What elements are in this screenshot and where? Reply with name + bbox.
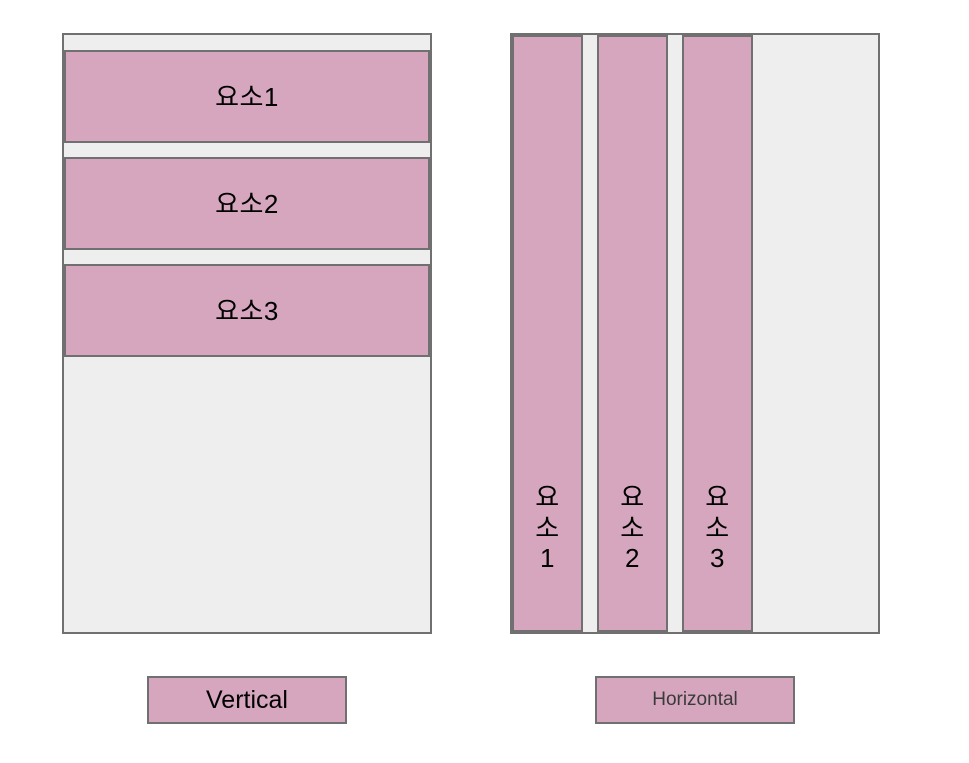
vertical-item-2: 요소2 xyxy=(64,157,430,250)
vertical-flex-container: 요소1 요소2 요소3 xyxy=(62,33,432,634)
horizontal-item-1-char-3: 1 xyxy=(540,543,555,574)
horizontal-item-3-char-2: 소 xyxy=(705,512,730,543)
horizontal-item-3: 요 소 3 xyxy=(682,35,753,632)
horizontal-item-1: 요 소 1 xyxy=(512,35,583,632)
horizontal-item-1-char-1: 요 xyxy=(535,481,560,512)
vertical-item-1: 요소1 xyxy=(64,50,430,143)
horizontal-item-2-char-1: 요 xyxy=(620,481,645,512)
horizontal-item-1-char-2: 소 xyxy=(535,512,560,543)
horizontal-caption-label: Horizontal xyxy=(652,689,738,710)
horizontal-item-2-char-3: 2 xyxy=(625,543,640,574)
horizontal-caption-chip: Horizontal xyxy=(595,676,795,724)
horizontal-item-3-char-1: 요 xyxy=(705,481,730,512)
horizontal-item-3-label: 요 소 3 xyxy=(705,482,729,574)
vertical-item-3: 요소3 xyxy=(64,264,430,357)
vertical-caption-chip: Vertical xyxy=(147,676,347,724)
vertical-item-3-label: 요소3 xyxy=(215,295,279,326)
horizontal-item-3-char-3: 3 xyxy=(710,543,725,574)
horizontal-flex-container: 요 소 1 요 소 2 요 소 3 xyxy=(510,33,880,634)
vertical-item-1-label: 요소1 xyxy=(215,81,279,112)
horizontal-item-1-label: 요 소 1 xyxy=(535,482,559,574)
vertical-caption-label: Vertical xyxy=(206,685,288,714)
vertical-item-2-label: 요소2 xyxy=(215,188,279,219)
horizontal-item-2-label: 요 소 2 xyxy=(620,482,644,574)
horizontal-item-2-char-2: 소 xyxy=(620,512,645,543)
horizontal-item-2: 요 소 2 xyxy=(597,35,668,632)
